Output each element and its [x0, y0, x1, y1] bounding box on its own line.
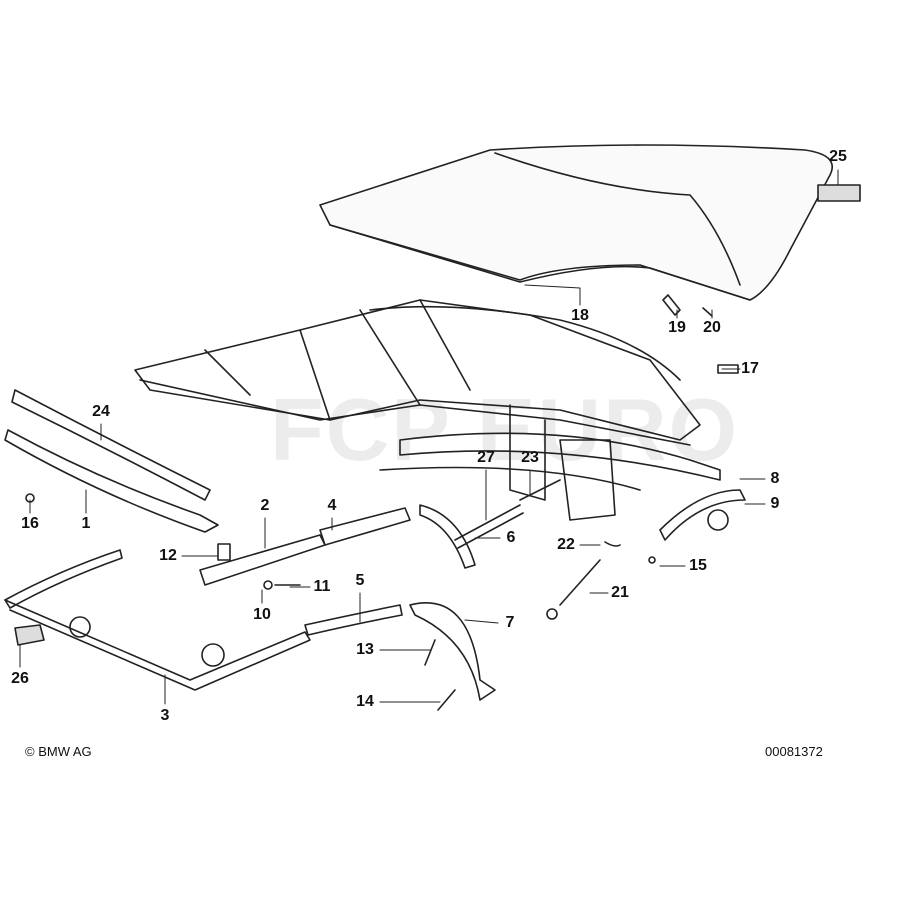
callout-12: 12 — [159, 547, 177, 564]
callout-26: 26 — [11, 670, 29, 687]
top-frame-bows — [204, 299, 471, 421]
callout-9: 9 — [770, 495, 780, 512]
part-3-clip-left — [69, 616, 91, 638]
part-6 — [419, 504, 476, 569]
callout-19: 19 — [668, 319, 686, 336]
callout-14: 14 — [356, 693, 374, 710]
part-24 — [11, 389, 211, 501]
callout-4: 4 — [327, 497, 337, 514]
part-7 — [409, 602, 496, 701]
part-15 — [648, 556, 656, 564]
seal-clip — [707, 509, 729, 531]
callout-6: 6 — [506, 529, 516, 546]
top-frame-bow — [369, 305, 681, 381]
side-seal — [379, 466, 641, 491]
callout-3: 3 — [160, 707, 170, 724]
copyright-text: © BMW AG — [25, 744, 92, 759]
callout-2: 2 — [260, 497, 270, 514]
watermark: FCP EURO — [270, 380, 740, 479]
part-5 — [304, 604, 403, 636]
part-4 — [319, 507, 411, 546]
callout-1: 1 — [81, 515, 91, 532]
strut-21-end — [546, 608, 558, 620]
callout-17: 17 — [741, 360, 759, 377]
callout-24: 24 — [92, 403, 110, 420]
diagram-number: 00081372 — [765, 744, 823, 759]
callout-21: 21 — [611, 584, 629, 601]
callout-27: 27 — [477, 449, 495, 466]
strut-21 — [559, 559, 601, 606]
soft-top — [319, 144, 833, 301]
callout-11: 11 — [313, 578, 331, 595]
part-3-rail — [4, 599, 311, 691]
spring-27 — [454, 504, 524, 549]
hinge-bracket — [559, 439, 616, 521]
callout-23: 23 — [521, 449, 539, 466]
part-20 — [702, 307, 713, 317]
part-3 — [4, 549, 123, 609]
part-8-9 — [659, 489, 746, 541]
soft-top-edge — [329, 224, 751, 301]
leader-lines — [19, 169, 839, 705]
callout-22: 22 — [557, 536, 575, 553]
callout-20: 20 — [703, 319, 721, 336]
callout-16: 16 — [21, 515, 39, 532]
callout-25: 25 — [829, 148, 847, 165]
side-rail — [399, 432, 721, 481]
top-frame-rail — [139, 379, 691, 446]
callout-8: 8 — [770, 470, 780, 487]
top-frame — [134, 299, 701, 441]
part-10 — [263, 580, 273, 590]
callout-13: 13 — [356, 641, 374, 658]
callout-15: 15 — [689, 557, 707, 574]
part-25 — [817, 184, 861, 202]
callout-10: 10 — [253, 606, 271, 623]
callout-7: 7 — [505, 614, 515, 631]
part-22 — [604, 541, 621, 547]
part-12 — [217, 543, 231, 561]
parts-13-14 — [424, 639, 456, 711]
bolt-23 — [519, 479, 561, 501]
frame-bracket — [509, 404, 546, 501]
part-19 — [662, 294, 681, 316]
soft-top-seam — [494, 152, 741, 286]
callout-5: 5 — [355, 572, 365, 589]
part-3-clip-right — [201, 643, 225, 667]
part-1 — [4, 429, 219, 533]
part-26 — [14, 624, 45, 646]
callout-18: 18 — [571, 307, 589, 324]
